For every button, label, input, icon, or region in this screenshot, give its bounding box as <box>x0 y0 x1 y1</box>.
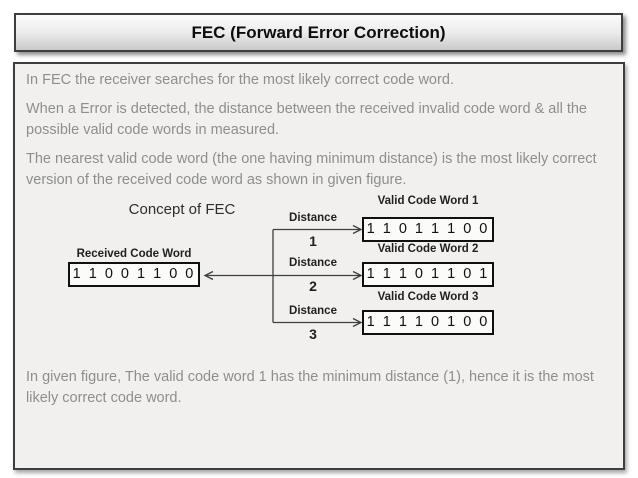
distance-3-value: 3 <box>309 326 317 342</box>
diagram-caption: Concept of FEC <box>128 201 236 218</box>
intro-paragraph-1: In FEC the receiver searches for the mos… <box>26 72 454 88</box>
arrowhead-left-icon <box>203 270 214 281</box>
valid-code-word-3-label: Valid Code Word 3 <box>377 291 479 303</box>
distance-2-value: 2 <box>309 278 317 294</box>
valid-code-word-3-box: 1 1 1 1 0 1 0 0 <box>362 310 494 335</box>
distance-2-label: Distance <box>289 257 337 269</box>
intro-paragraph-2: When a Error is detected, the distance b… <box>26 101 587 138</box>
distance-3-label: Distance <box>289 305 337 317</box>
valid-code-word-2-label: Valid Code Word 2 <box>377 243 479 255</box>
arrowhead-right-1-icon <box>352 224 363 235</box>
valid-code-word-1-box: 1 1 0 1 1 1 0 0 <box>362 217 494 242</box>
arrowhead-right-3-icon <box>352 317 363 328</box>
distance-1-label: Distance <box>289 212 337 224</box>
page-title: FEC (Forward Error Correction) <box>191 23 446 42</box>
title-bar: FEC (Forward Error Correction) <box>14 13 623 52</box>
valid-code-word-2-box: 1 1 1 0 1 1 0 1 <box>362 262 494 287</box>
received-code-word-label: Received Code Word <box>76 248 192 260</box>
conclusion-paragraph: In given figure, The valid code word 1 h… <box>26 369 594 406</box>
distance-1-value: 1 <box>309 233 317 249</box>
received-code-word-box: 1 1 0 0 1 1 0 0 <box>68 262 200 287</box>
intro-paragraph-3: The nearest valid code word (the one hav… <box>26 151 597 188</box>
valid-code-word-1-label: Valid Code Word 1 <box>377 195 479 207</box>
arrowhead-right-2-icon <box>352 270 363 281</box>
content-panel: In FEC the receiver searches for the mos… <box>13 62 625 470</box>
